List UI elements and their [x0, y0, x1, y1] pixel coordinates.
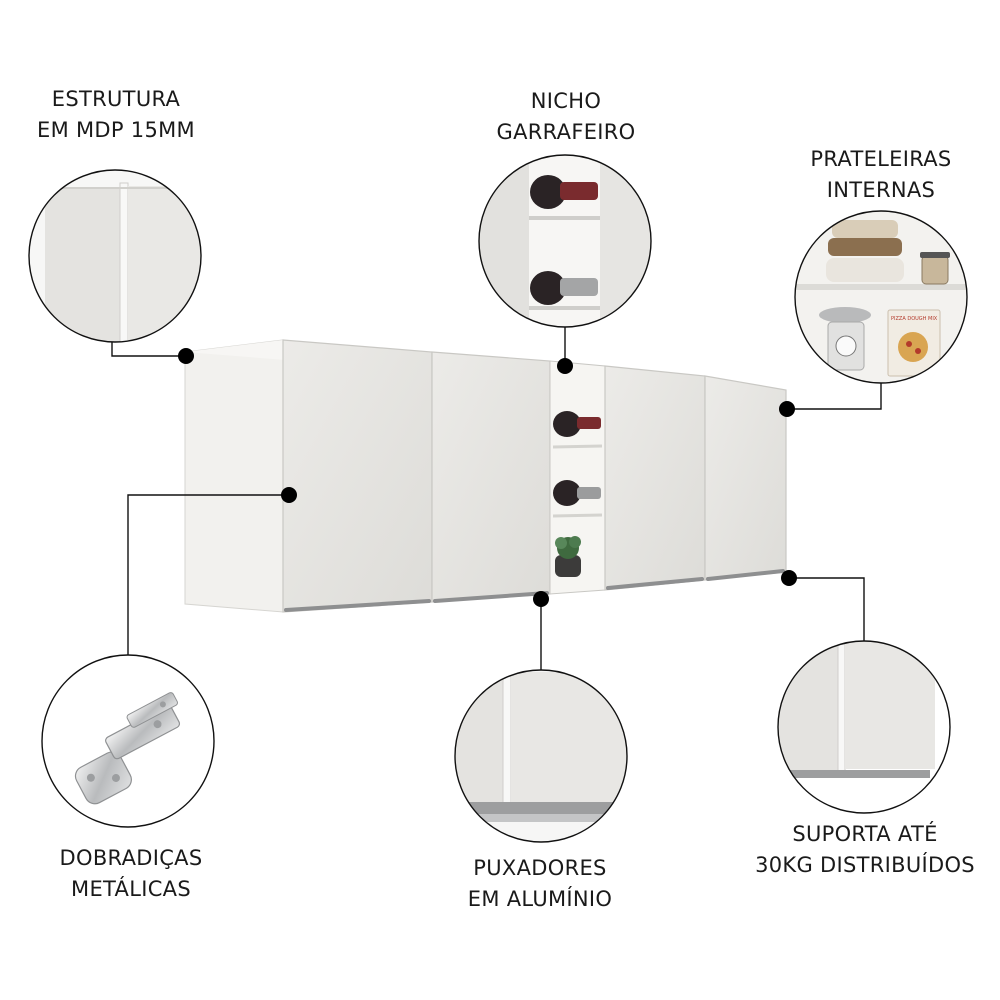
- callout-label-hinges: DOBRADIÇAS METÁLICAS: [59, 846, 203, 901]
- callout-dots: [178, 348, 797, 607]
- cabinet-door-4: [704, 375, 787, 581]
- detail-circle-structure: [28, 169, 202, 343]
- callout-label-support: SUPORTA ATÉ 30KG DISTRIBUÍDOS: [755, 822, 975, 877]
- aluminium-handles: [284, 569, 785, 612]
- detail-circle-hinges: [41, 654, 215, 828]
- detail-circle-handles: [454, 669, 628, 843]
- detail-circle-wine-niche: [478, 154, 652, 328]
- callout-label-structure: ESTRUTURA EM MDP 15MM: [37, 87, 195, 142]
- detail-circle-support: [777, 640, 951, 814]
- detail-circle-shelves: PIZZA DOUGH MIX: [794, 210, 968, 384]
- pizza-box-label: PIZZA DOUGH MIX: [891, 316, 938, 322]
- cabinet-door-2: [431, 351, 551, 603]
- wine-niche: [549, 360, 606, 595]
- wine-bottle: [530, 175, 566, 209]
- cabinet-door-1: [282, 339, 433, 613]
- cabinet-door-3: [604, 365, 706, 591]
- callout-label-wine-niche: NICHO GARRAFEIRO: [496, 89, 636, 144]
- callout-label-shelves: PRATELEIRAS INTERNAS: [810, 147, 952, 202]
- wall-cabinet: [184, 339, 787, 613]
- metal-hinge: [74, 692, 181, 805]
- cabinet-side-panel: [184, 339, 284, 613]
- wine-bottle: [530, 271, 566, 305]
- callout-label-handles: PUXADORES EM ALUMÍNIO: [467, 856, 613, 911]
